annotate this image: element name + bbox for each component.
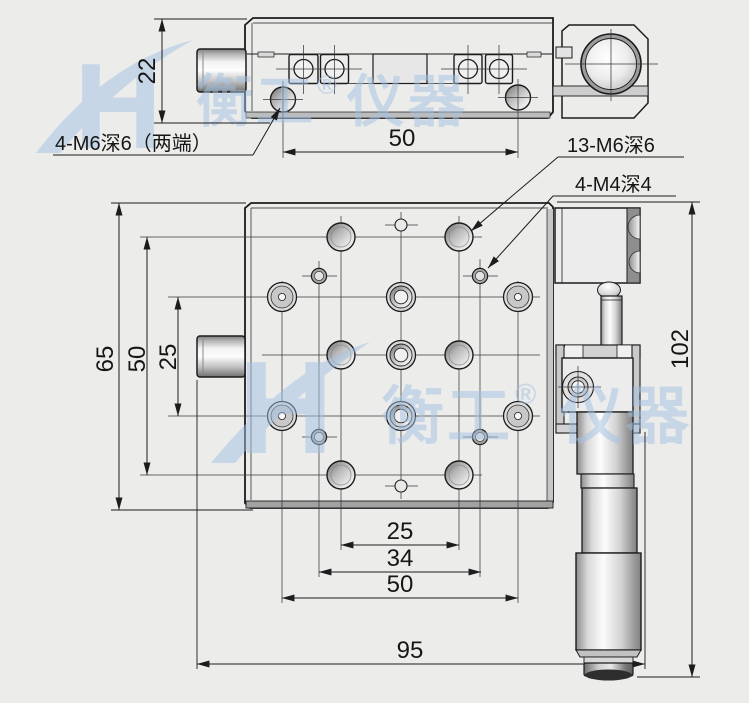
adjustment-knob-plate [196,335,246,378]
watermark-logo: H [74,38,162,174]
slot-step [257,51,275,58]
carriage-pads [276,45,527,94]
m4-holes [310,267,489,446]
dim-body-height: 22 [134,58,161,85]
micrometer-tip-cap [585,669,632,681]
dim-overall-length: 95 [397,637,424,664]
watermark-registered: ® [317,70,337,100]
micrometer-head [575,411,642,681]
main-plate-view [140,202,554,603]
dim-col-outer: 50 [387,571,414,598]
top-view [196,17,658,158]
body-bottom-edge [245,111,551,119]
watermark-brand-right: 仪器 [559,382,692,452]
h-logo-swoosh [211,342,370,463]
watermark-registered: ® [515,379,536,411]
callout-small-holes: 4-M4深4 [575,173,652,196]
watermark-brand-left: 衡工 [196,70,316,134]
dim-hole-row-span: 50 [124,346,151,373]
callout-top-holes: 13-M6深6 [567,134,655,157]
dim-plate-size: 65 [92,346,119,373]
dim-col-mid: 34 [387,545,414,572]
adjustment-knob-top [196,48,247,93]
m6-counterbore-holes [266,222,534,490]
plate-right-edge [547,209,553,501]
micrometer-bracket-end [552,24,658,119]
micrometer-assembly [554,207,642,681]
mount-notch [627,214,641,240]
dimension-annotations: 22 50 4-M6深6（两端） 13-M6深6 4-M4深4 65 50 25… [53,18,700,678]
spindle [600,295,623,347]
dim-col-inner: 25 [387,518,414,545]
mount-block [554,207,641,284]
center-pocket [372,53,428,85]
dim-side-hole-span: 50 [389,125,416,152]
mount-notch [628,250,641,274]
callout-side-holes: 4-M6深6（两端） [55,132,212,155]
side-m6-holes [263,79,538,158]
watermark-brand-right: 仪器 [346,70,469,134]
watermark-logo: H [238,334,333,481]
pin-holes [394,218,408,493]
plate-bottom-edge [245,500,554,509]
watermark-top: H 衡工 ® 仪器 [36,38,469,174]
clamp-bracket [555,344,641,434]
slot-step [526,51,542,58]
h-logo-swoosh [36,40,193,153]
watermark-brand-left: 衡工 [381,382,513,452]
dim-overall-height: 102 [667,329,694,369]
dim-hole-side-span: 25 [155,344,182,371]
watermark-middle: H 衡工 ® 仪器 [211,334,692,481]
